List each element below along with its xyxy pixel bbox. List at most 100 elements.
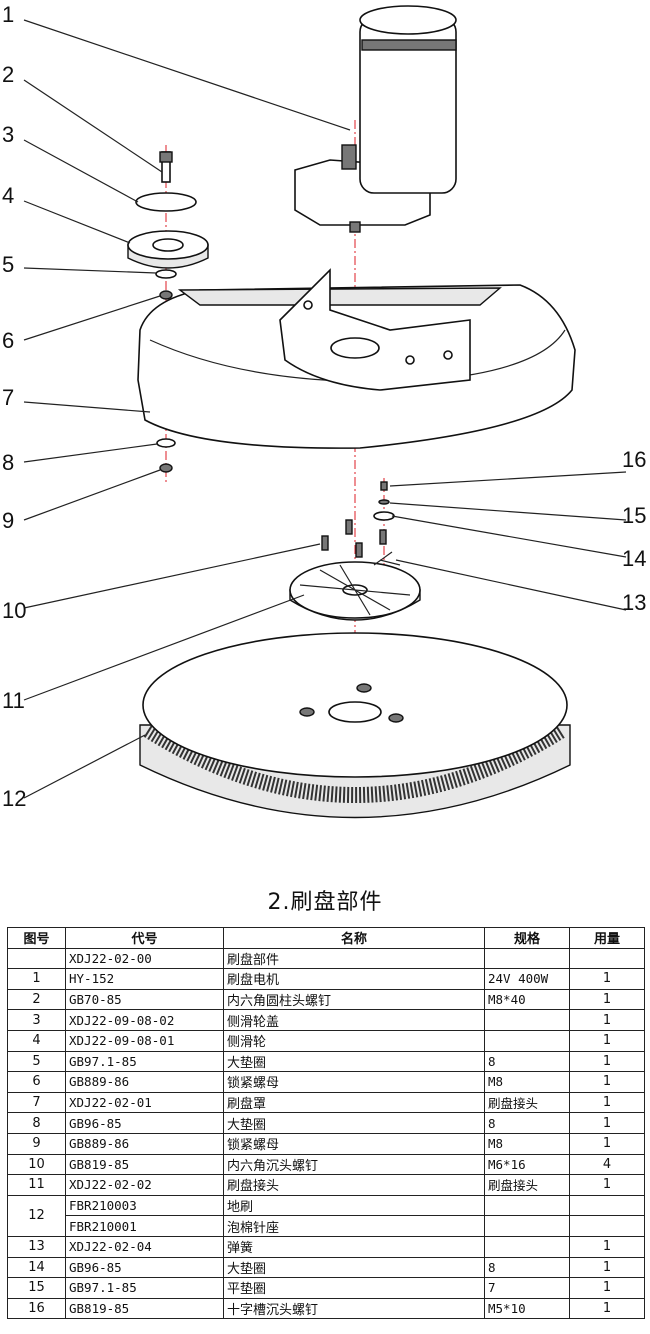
cell-figure-no: 12 bbox=[7, 1194, 66, 1237]
cell-figure-no bbox=[7, 947, 66, 970]
cell-code: XDJ22-09-08-01 bbox=[65, 1029, 224, 1052]
cell-name: 地刷 bbox=[223, 1194, 485, 1217]
cell-qty: 1 bbox=[569, 1277, 645, 1299]
cell-code: XDJ22-02-04 bbox=[65, 1235, 224, 1258]
callout-3: 3 bbox=[2, 122, 14, 147]
callout-7: 7 bbox=[2, 385, 14, 410]
cell-code: GB96-85 bbox=[65, 1112, 224, 1134]
cell-name: 弹簧 bbox=[223, 1235, 485, 1258]
cell-spec: 7 bbox=[484, 1277, 570, 1299]
callout-11: 11 bbox=[2, 688, 25, 713]
cell-code: FBR210001 bbox=[65, 1215, 224, 1237]
callout-9: 9 bbox=[2, 508, 14, 533]
section-title: 2.刷盘部件 bbox=[267, 890, 383, 915]
cell-figure-no: 13 bbox=[7, 1235, 66, 1258]
header-qty: 用量 bbox=[569, 927, 645, 949]
cell-figure-no: 3 bbox=[7, 1009, 66, 1031]
cell-figure-no: 4 bbox=[7, 1029, 66, 1052]
cell-code: GB97.1-85 bbox=[65, 1050, 224, 1073]
cell-figure-no: 7 bbox=[7, 1091, 66, 1114]
brush-cover bbox=[137, 268, 576, 449]
cell-figure-no: 1 bbox=[7, 968, 66, 990]
cell-name: 内六角沉头螺钉 bbox=[223, 1153, 485, 1176]
cell-name: 刷盘部件 bbox=[223, 947, 485, 970]
brush-motor bbox=[294, 5, 457, 233]
cell-code: GB70-85 bbox=[65, 988, 224, 1011]
cell-spec: 8 bbox=[484, 1256, 570, 1279]
cell-name: 大垫圈 bbox=[223, 1256, 485, 1279]
cell-figure-no: 15 bbox=[7, 1277, 66, 1299]
cell-figure-no: 2 bbox=[7, 988, 66, 1011]
cell-spec: 8 bbox=[484, 1050, 570, 1073]
fasteners-lower bbox=[321, 481, 401, 566]
cell-code: XDJ22-02-00 bbox=[65, 947, 224, 970]
cell-spec bbox=[484, 1009, 570, 1031]
cell-spec: 刷盘接头 bbox=[484, 1174, 570, 1196]
cell-figure-no: 8 bbox=[7, 1112, 66, 1134]
floor-brush bbox=[139, 632, 571, 819]
cell-code: GB819-85 bbox=[65, 1297, 224, 1320]
callout-8: 8 bbox=[2, 450, 14, 475]
leader-lines bbox=[23, 19, 627, 799]
cell-name: 刷盘电机 bbox=[223, 968, 485, 990]
cell-code: XDJ22-09-08-02 bbox=[65, 1009, 224, 1031]
cell-qty: 1 bbox=[569, 968, 645, 990]
header-figure-no: 图号 bbox=[7, 927, 66, 949]
cell-qty: 1 bbox=[569, 1174, 645, 1196]
cell-figure-no: 5 bbox=[7, 1050, 66, 1073]
cell-name: 内六角圆柱头螺钉 bbox=[223, 988, 485, 1011]
cell-qty: 1 bbox=[569, 1009, 645, 1031]
cell-qty: 1 bbox=[569, 1029, 645, 1052]
cell-name: 侧滑轮盖 bbox=[223, 1009, 485, 1031]
cell-name: 刷盘罩 bbox=[223, 1091, 485, 1114]
cell-figure-no: 16 bbox=[7, 1297, 66, 1320]
cell-figure-no: 9 bbox=[7, 1132, 66, 1155]
cell-code: GB97.1-85 bbox=[65, 1277, 224, 1299]
callout-2: 2 bbox=[2, 62, 14, 87]
callout-13: 13 bbox=[622, 590, 646, 615]
cell-spec: M5*10 bbox=[484, 1297, 570, 1320]
cell-spec: 8 bbox=[484, 1112, 570, 1134]
callout-4: 4 bbox=[2, 183, 14, 208]
cell-spec: M8 bbox=[484, 1132, 570, 1155]
table-header-row: 图号 代号 名称 规格 用量 bbox=[7, 927, 645, 949]
cell-figure-no: 6 bbox=[7, 1071, 66, 1093]
header-name: 名称 bbox=[223, 927, 485, 949]
cell-qty: 1 bbox=[569, 1132, 645, 1155]
cell-name: 侧滑轮 bbox=[223, 1029, 485, 1052]
cell-spec: 刷盘接头 bbox=[484, 1091, 570, 1114]
cell-qty: 1 bbox=[569, 1071, 645, 1093]
cell-name: 锁紧螺母 bbox=[223, 1132, 485, 1155]
cell-code: HY-152 bbox=[65, 968, 224, 990]
cell-qty: 1 bbox=[569, 1112, 645, 1134]
cell-code: GB889-86 bbox=[65, 1071, 224, 1093]
cell-code: GB96-85 bbox=[65, 1256, 224, 1279]
cell-name: 刷盘接头 bbox=[223, 1174, 485, 1196]
cell-figure-no: 14 bbox=[7, 1256, 66, 1279]
cell-name: 大垫圈 bbox=[223, 1112, 485, 1134]
cell-qty: 1 bbox=[569, 988, 645, 1011]
cell-spec bbox=[484, 1215, 570, 1237]
cell-code: GB889-86 bbox=[65, 1132, 224, 1155]
cell-spec: M6*16 bbox=[484, 1153, 570, 1176]
cell-spec: M8*40 bbox=[484, 988, 570, 1011]
cell-spec bbox=[484, 1235, 570, 1258]
cell-figure-no: 10 bbox=[7, 1153, 66, 1176]
cell-qty: 1 bbox=[569, 1297, 645, 1320]
cell-spec: 24V 400W bbox=[484, 968, 570, 990]
callout-5: 5 bbox=[2, 252, 14, 277]
